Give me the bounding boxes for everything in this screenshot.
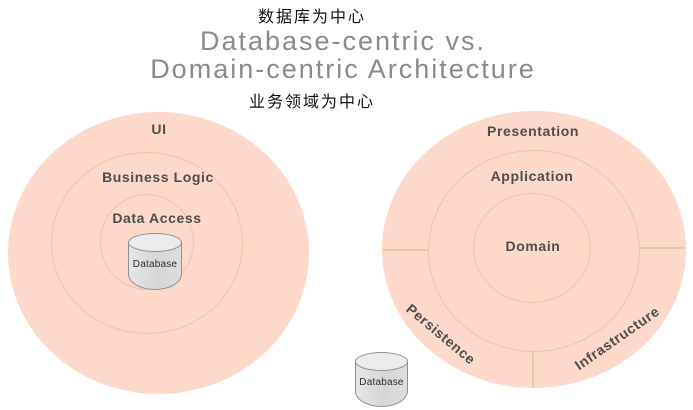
ring-label-data-access: Data Access bbox=[112, 210, 202, 226]
label-database-centric-cn: 数据库为中心 bbox=[257, 9, 367, 26]
sector-divider-left bbox=[383, 249, 430, 251]
ring-label-application: Application bbox=[490, 168, 574, 184]
database-cylinder-top bbox=[128, 233, 182, 252]
page-title-line-1: Database-centric vs. bbox=[199, 26, 487, 56]
database-label: Database bbox=[132, 259, 178, 271]
ring-label-presentation: Presentation bbox=[487, 123, 579, 139]
database-icon: Database bbox=[128, 233, 182, 290]
label-domain-centric-cn: 业务领域为中心 bbox=[248, 94, 376, 111]
right-inner-ring bbox=[473, 193, 591, 303]
sector-divider-bottom bbox=[532, 353, 534, 387]
page-title-line-2: Domain-centric Architecture bbox=[150, 54, 536, 84]
database-label: Database bbox=[359, 377, 404, 389]
database-cylinder-top bbox=[355, 352, 408, 371]
ring-label-business-logic: Business Logic bbox=[102, 169, 214, 185]
ring-label-ui: UI bbox=[151, 121, 167, 137]
sector-divider-right bbox=[639, 247, 685, 249]
ring-label-domain: Domain bbox=[505, 238, 561, 254]
external-database-icon: Database bbox=[355, 352, 408, 407]
